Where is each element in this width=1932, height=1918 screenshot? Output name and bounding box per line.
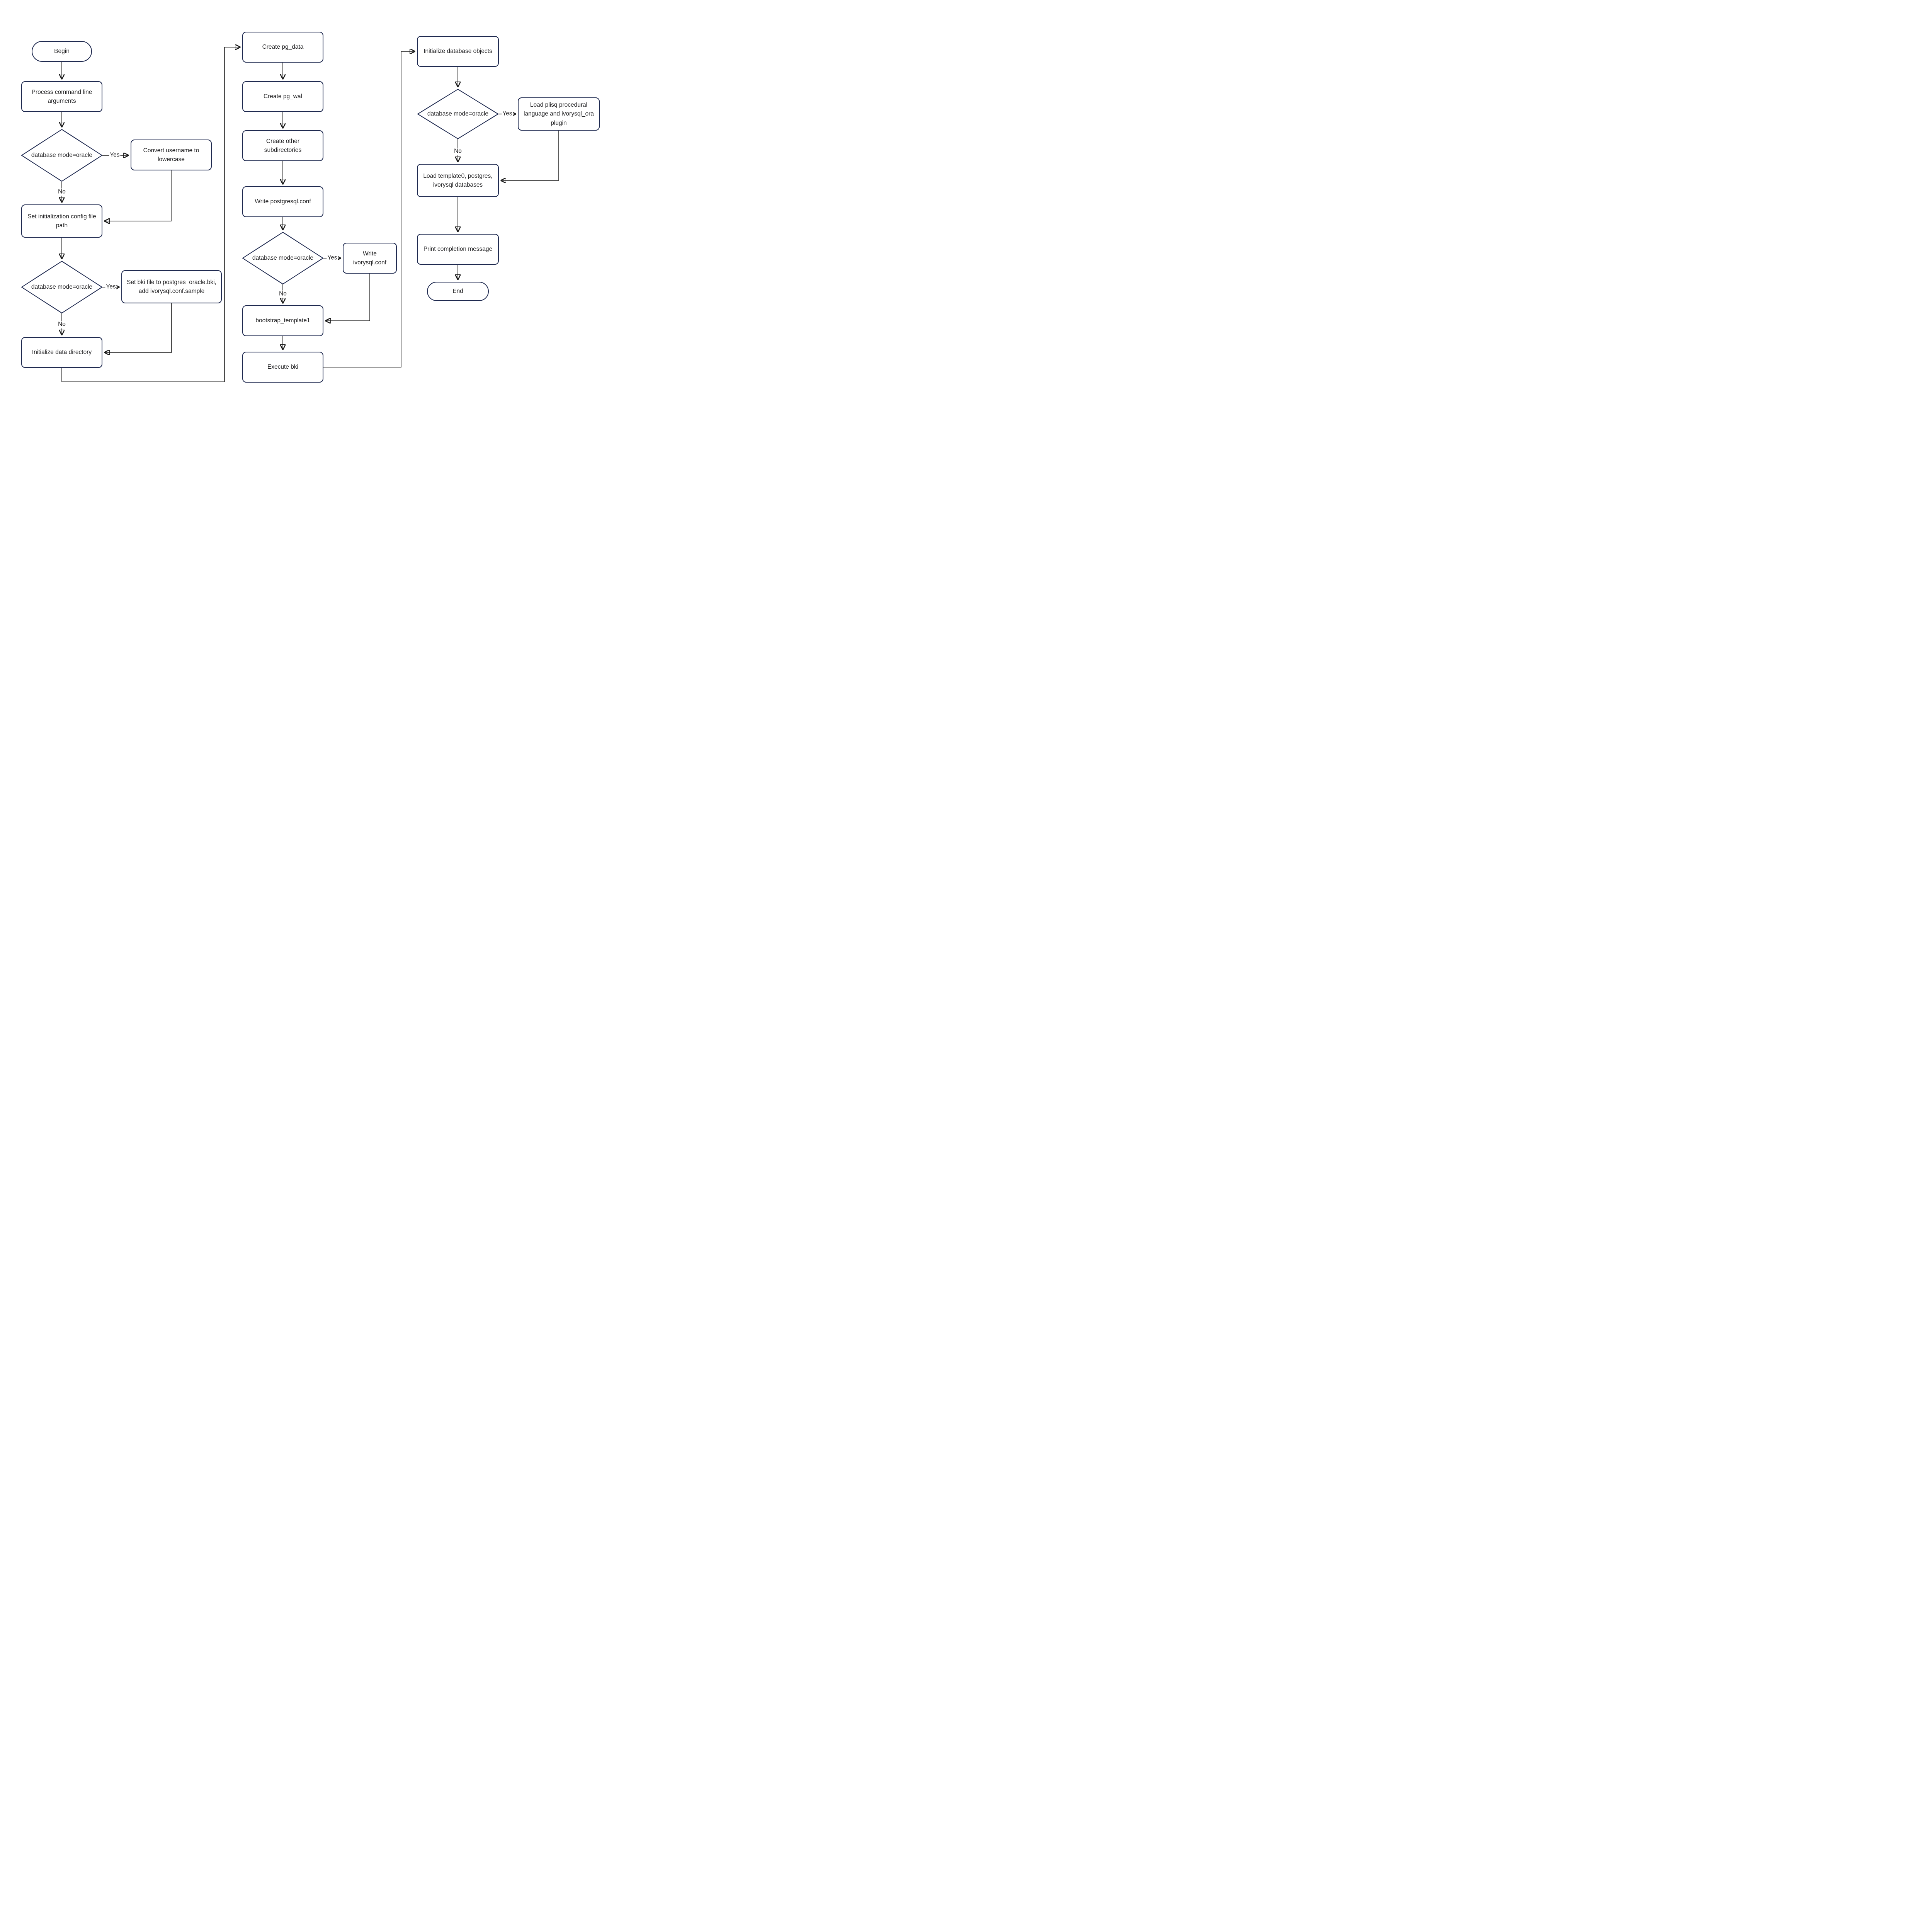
decision1-yes-label: Yes [109,151,121,159]
convert-username-label: Convert username to lowercase [143,147,199,163]
create-pg-wal-label: Create pg_wal [264,93,302,100]
create-other-subdirectories-label: Create other subdirectories [264,138,302,153]
load-plisq-plugin-label: Load plisq procedural language and ivory… [524,102,594,126]
end-node: End [427,282,489,301]
print-completion-message-label: Print completion message [423,246,493,253]
write-ivorysql-conf-label: Write ivorysql.conf [353,250,387,266]
initialize-database-objects-label: Initialize database objects [423,48,492,55]
bootstrap-template1-node: bootstrap_template1 [242,305,323,336]
bootstrap-template1-label: bootstrap_template1 [255,317,310,324]
decision3-no-label: No [278,290,287,298]
write-ivorysql-conf-node: Write ivorysql.conf [343,243,397,274]
process-command-line-arguments-node: Process command line arguments [21,81,102,112]
diamond-shape [21,129,102,182]
create-other-subdirectories-node: Create other subdirectories [242,130,323,161]
decision3-yes-label: Yes [327,254,338,262]
set-init-config-node: Set initialization config file path [21,204,102,238]
begin-label: Begin [54,48,70,55]
convert-username-node: Convert username to lowercase [131,140,212,170]
execute-bki-label: Execute bki [267,364,299,371]
execute-bki-node: Execute bki [242,352,323,383]
decision-database-mode-1: database mode=oracle [21,129,102,182]
load-plisq-plugin-node: Load plisq procedural language and ivory… [518,97,600,131]
decision4-no-label: No [453,148,463,155]
decision2-no-label: No [57,321,66,328]
load-databases-node: Load template0, postgres, ivorysql datab… [417,164,499,197]
initialize-data-directory-label: Initialize data directory [32,349,92,356]
diamond-shape [242,232,323,284]
load-databases-label: Load template0, postgres, ivorysql datab… [423,172,493,188]
decision-database-mode-3: database mode=oracle [242,232,323,284]
decision-database-mode-4: database mode=oracle [417,89,498,139]
create-pg-data-node: Create pg_data [242,32,323,63]
decision-database-mode-3-label: database mode=oracle [252,255,314,262]
edge-executebki-to-initobjects [323,51,415,368]
set-init-config-label: Set initialization config file path [27,213,96,229]
set-bki-file-node: Set bki file to postgres_oracle.bki, add… [121,270,222,303]
process-command-line-arguments-label: Process command line arguments [31,88,92,104]
edge-writeivory-to-bootstrap [326,274,370,321]
write-postgresql-conf-label: Write postgresql.conf [255,198,311,205]
edge-convert-to-setinit [105,170,172,221]
initialize-database-objects-node: Initialize database objects [417,36,499,67]
diamond-shape [21,261,102,313]
flowchart-canvas: Begin Process command line arguments dat… [0,0,603,425]
decision4-yes-label: Yes [502,110,513,118]
decision2-yes-label: Yes [105,283,117,291]
write-postgresql-conf-node: Write postgresql.conf [242,186,323,217]
edge-loadplisq-to-loaddb [501,131,559,180]
decision-database-mode-2: database mode=oracle [21,261,102,313]
begin-node: Begin [32,41,92,62]
end-label: End [452,288,463,295]
edge-setbki-to-initdata [105,303,172,352]
diamond-shape [417,89,498,139]
create-pg-wal-node: Create pg_wal [242,81,323,112]
decision-database-mode-2-label: database mode=oracle [31,284,93,291]
set-bki-file-label: Set bki file to postgres_oracle.bki, add… [127,279,216,294]
print-completion-message-node: Print completion message [417,234,499,265]
initialize-data-directory-node: Initialize data directory [21,337,102,368]
decision1-no-label: No [57,188,66,196]
decision-database-mode-4-label: database mode=oracle [427,111,489,117]
decision-database-mode-1-label: database mode=oracle [31,152,93,159]
create-pg-data-label: Create pg_data [262,44,304,51]
